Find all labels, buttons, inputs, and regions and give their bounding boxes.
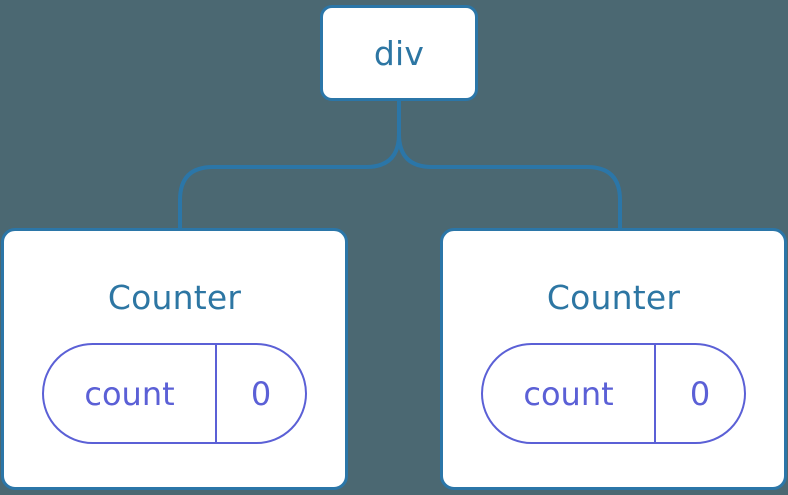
state-value-cell: 0 [217, 345, 305, 442]
child-node-title: Counter [107, 278, 242, 317]
child-node-counter-left[interactable]: Counter count 0 [1, 228, 348, 490]
connector-root-to-right-child [397, 100, 622, 230]
state-key-cell: count [483, 345, 656, 442]
child-node-title: Counter [546, 278, 681, 317]
state-pill[interactable]: count 0 [42, 343, 307, 444]
state-value-label: 0 [689, 374, 711, 413]
state-pill[interactable]: count 0 [481, 343, 746, 444]
state-value-label: 0 [250, 374, 272, 413]
state-key-cell: count [44, 345, 217, 442]
connector-root-to-left-child [178, 100, 401, 230]
state-value-cell: 0 [656, 345, 744, 442]
root-node-div[interactable]: div [320, 5, 478, 101]
state-key-label: count [84, 374, 175, 413]
state-key-label: count [523, 374, 614, 413]
child-node-counter-right[interactable]: Counter count 0 [440, 228, 787, 490]
root-node-label: div [373, 33, 425, 73]
